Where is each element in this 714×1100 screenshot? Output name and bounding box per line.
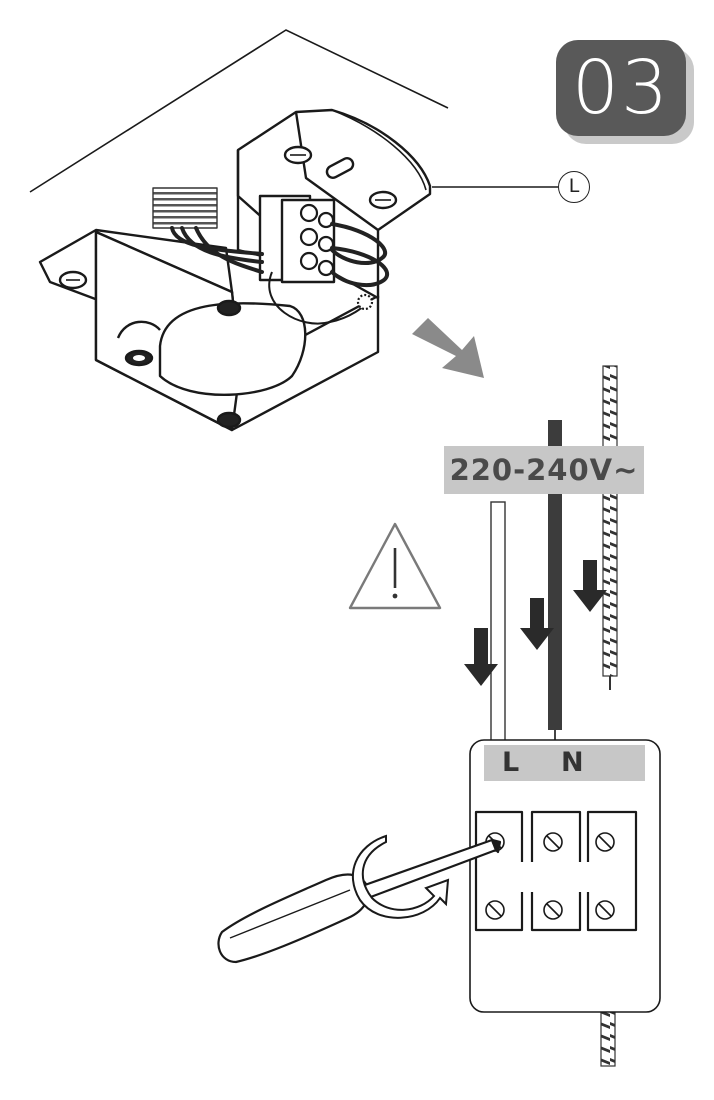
neutral-supply-wire [548,420,562,730]
ceiling-line [29,29,449,193]
cable-chamber [158,302,307,397]
screw-top-3 [595,832,615,852]
strip-screws [299,203,335,277]
screw-top-2 [543,832,563,852]
arrow-down-right-icon [412,318,484,378]
threaded-sleeve [152,187,218,229]
rotate-clockwise-icon [351,834,450,919]
arrow-down-icon [520,598,554,650]
step-number: 03 [556,40,686,136]
step-badge: 03 [556,40,694,144]
earth-screw [356,293,374,311]
ceiling-rose-box [38,108,432,432]
terminal-label-neutral: N [561,747,584,778]
callout-lid: L [558,171,590,203]
arrow-down-icon [573,560,607,612]
insert-arrows [464,560,607,686]
screw-bottom-1 [485,900,505,920]
screw-bottom-2 [543,900,563,920]
internal-wires [170,222,390,288]
voltage-label: 220-240V~ [444,446,644,494]
terminal-block-gaps [520,862,590,892]
earth-wire [268,271,367,325]
screwdriver-handle [217,873,370,964]
arrow-down-icon [464,628,498,686]
terminal-label-bar [484,745,645,781]
earth-supply-wire [602,365,618,677]
terminal-label-live: L [502,747,520,778]
warning-triangle-icon [348,522,442,610]
screw-bottom-3 [595,900,615,920]
